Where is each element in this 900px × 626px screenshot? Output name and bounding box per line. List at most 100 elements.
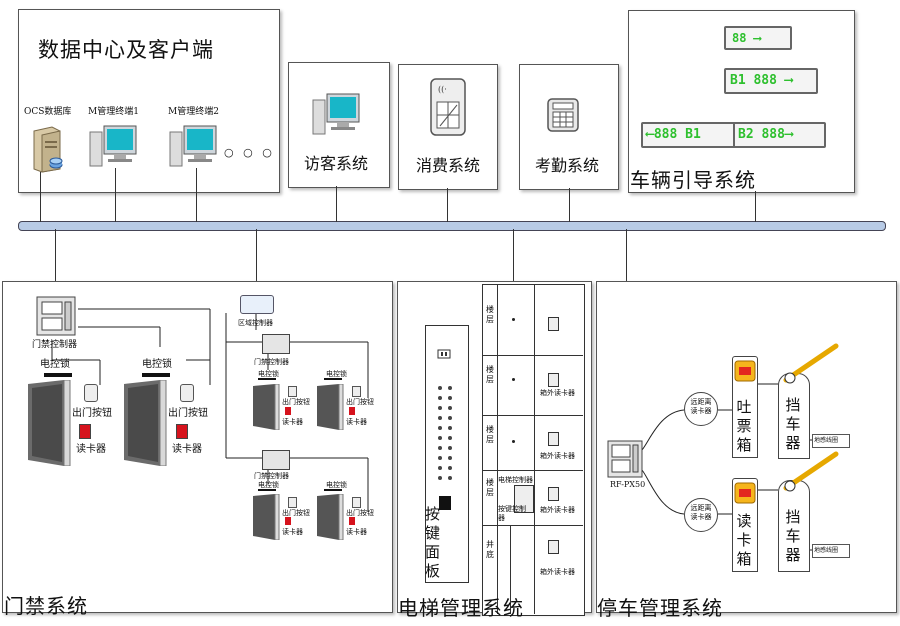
ground-loop-2-label: 地感线圈 — [814, 547, 839, 554]
area-controller-label: 区域控制器 — [238, 319, 273, 327]
sub-door-1a-icon — [253, 384, 281, 430]
sub-exit-1b-label: 出门按钮 — [346, 398, 374, 406]
barrier-2-arm — [780, 448, 840, 494]
sub-controller-1-device — [262, 334, 290, 354]
long-range-reader-1-device — [684, 392, 718, 426]
sub-reader-1b-label: 读卡器 — [346, 418, 367, 426]
exit-button-1-label: 出门按钮 — [72, 408, 112, 419]
electric-lock-1-icon — [44, 373, 72, 377]
guidance-sign-2: B1 888 ⟶ — [724, 68, 818, 94]
hall-dot-3 — [512, 440, 515, 443]
sub-controller-2-label: 门禁控制器 — [254, 472, 289, 480]
sub-exit-2b-label: 出门按钮 — [346, 509, 374, 517]
sub-reader-2a-icon — [285, 517, 291, 525]
elevator-shaft — [482, 284, 585, 616]
door-1-icon — [28, 380, 72, 466]
outside-reader-2-label: 箱外读卡器 — [540, 389, 575, 397]
terminal-2-icon — [168, 124, 218, 168]
payment-card-icon: ((· — [430, 78, 466, 136]
sub-exit-2a-label: 出门按钮 — [282, 509, 310, 517]
outside-reader-1-icon — [548, 317, 559, 331]
parking-controller-device — [607, 440, 643, 478]
ground-loop-1-label: 地感线圈 — [814, 437, 839, 444]
electric-lock-2-label: 电控锁 — [142, 359, 172, 370]
ticket-box-panel — [734, 360, 756, 382]
sub-exit-1a-icon — [288, 386, 297, 397]
parking-system-title: 停车管理系统 — [597, 596, 723, 620]
exit-button-2-icon — [180, 384, 194, 402]
sub-lock-1b-icon — [324, 378, 342, 380]
area-controller-device — [240, 295, 274, 314]
outside-reader-2-icon — [548, 373, 559, 387]
exit-button-2-label: 出门按钮 — [168, 408, 208, 419]
guidance-sign-1: 88 ⟶ — [724, 26, 792, 50]
reader-box-device — [732, 478, 758, 572]
attendance-terminal-icon — [547, 98, 579, 132]
card-reader-1-label: 读卡器 — [76, 444, 106, 455]
visitor-computer-icon — [311, 92, 361, 136]
shaft-bottom-label: 井底 — [486, 540, 494, 559]
ocs-database-label: OCS数据库 — [24, 107, 72, 117]
barrier-1-arm — [780, 340, 840, 386]
reader-box-label: 读卡箱 — [736, 512, 752, 568]
sub-door-1b-icon — [317, 384, 345, 430]
floor-label-3: 楼层 — [486, 425, 494, 444]
sub-reader-1b-icon — [349, 407, 355, 415]
sub-exit-2a-icon — [288, 497, 297, 508]
hall-dot-1 — [512, 318, 515, 321]
data-center-title: 数据中心及客户端 — [38, 38, 214, 62]
barrier-2-device — [778, 480, 810, 572]
ticket-box-device — [732, 356, 758, 458]
sub-lock-2a-icon — [258, 489, 276, 491]
outside-reader-3-label: 箱外读卡器 — [540, 452, 575, 460]
electric-lock-1-label: 电控锁 — [40, 359, 70, 370]
sub-door-2b-icon — [317, 494, 345, 540]
button-panel-label: 按键面板 — [425, 505, 441, 580]
access-controller-label: 门禁控制器 — [32, 340, 78, 350]
button-controller-label: 按键控制器 — [498, 505, 526, 522]
sub-exit-1a-label: 出门按钮 — [282, 398, 310, 406]
sub-lock-1a-label: 电控锁 — [258, 370, 279, 378]
button-panel-device — [425, 325, 469, 583]
sub-lock-2a-label: 电控锁 — [258, 481, 279, 489]
sub-reader-2a-label: 读卡器 — [282, 528, 303, 536]
card-reader-2-label: 读卡器 — [172, 444, 202, 455]
floor-label-1: 楼层 — [486, 305, 494, 324]
elevator-controller-label: 电梯控制器 — [498, 476, 533, 484]
visitor-system-label: 访客系统 — [304, 154, 369, 173]
sub-exit-2b-icon — [352, 497, 361, 508]
electric-lock-2-icon — [142, 373, 170, 377]
ticket-box-label: 吐票箱 — [736, 398, 752, 454]
sub-reader-1a-label: 读卡器 — [282, 418, 303, 426]
sub-exit-1b-icon — [352, 386, 361, 397]
attendance-system-label: 考勤系统 — [535, 156, 600, 175]
svg-text:((·: ((· — [438, 85, 447, 94]
card-reader-2-icon — [176, 424, 188, 439]
hall-dot-2 — [512, 378, 515, 381]
sub-lock-2b-label: 电控锁 — [326, 481, 347, 489]
parking-controller-label: RF-PX50 — [610, 480, 646, 489]
sub-reader-1a-icon — [285, 407, 291, 415]
consumption-system-label: 消费系统 — [416, 156, 481, 175]
floor-label-2: 楼层 — [486, 365, 494, 384]
guidance-sign-3-left: ⟵888 B1 — [641, 122, 738, 148]
terminal-1-icon — [88, 124, 138, 168]
ground-loop-1-device — [812, 434, 850, 448]
outside-reader-4-label: 箱外读卡器 — [540, 506, 575, 514]
elevator-controller-device — [514, 485, 534, 513]
sub-lock-2b-icon — [324, 489, 342, 491]
sub-reader-2b-label: 读卡器 — [346, 528, 367, 536]
reader-box-panel — [734, 482, 756, 504]
button-panel-keys — [437, 349, 452, 510]
ground-loop-2-device — [812, 544, 850, 558]
exit-button-1-icon — [84, 384, 98, 402]
access-controller-device — [36, 296, 76, 336]
long-range-reader-1-label: 远距离读卡器 — [690, 398, 712, 415]
long-range-reader-2-device — [684, 498, 718, 532]
vehicle-guidance-title: 车辆引导系统 — [630, 168, 756, 192]
sub-reader-2b-icon — [349, 517, 355, 525]
sub-controller-1-label: 门禁控制器 — [254, 358, 289, 366]
ocs-database-icon — [30, 125, 64, 173]
access-control-title: 门禁系统 — [4, 594, 88, 618]
attendance-system-box — [519, 64, 619, 190]
